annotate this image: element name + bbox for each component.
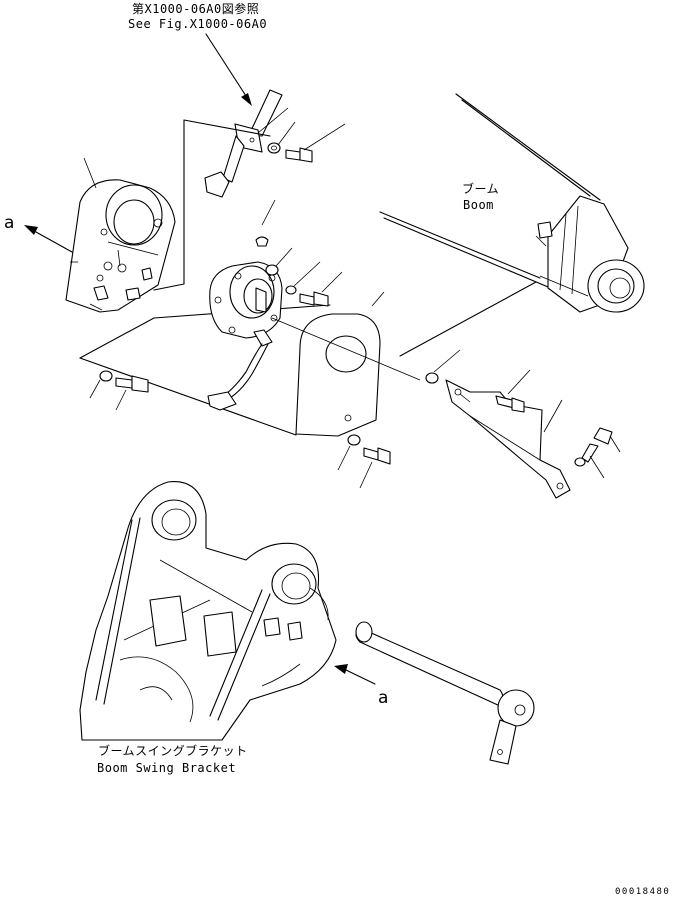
grease-hose	[207, 329, 273, 411]
bolt-top	[285, 147, 313, 163]
boom-label-jp: ブーム	[462, 182, 500, 196]
boom-label-en: Boom	[463, 198, 494, 212]
bolt-lower-center	[363, 447, 391, 465]
bracket-label-en: Boom Swing Bracket	[97, 761, 237, 775]
bracket-label-jp: ブームスイングブラケット	[98, 744, 248, 758]
bolt-right-end	[574, 427, 613, 467]
right-bracket-arm	[445, 379, 571, 499]
bolt-bracket	[495, 395, 525, 413]
view-label-a-lower: a	[378, 688, 389, 708]
washer-right	[425, 372, 439, 384]
view-label-a-left: a	[4, 213, 15, 233]
boom	[379, 93, 645, 313]
mounting-plate	[295, 291, 385, 437]
bolt-lower-left	[115, 375, 149, 393]
drawing-number: 00018480	[615, 887, 671, 897]
washer-top	[267, 142, 281, 154]
view-arrow-a-left	[24, 225, 73, 253]
washer-flange-1	[265, 264, 279, 276]
boom-swing-bracket	[79, 481, 337, 741]
bolt-flange	[299, 291, 329, 307]
left-cover	[65, 179, 176, 313]
reference-arrow	[205, 33, 252, 106]
grease-fitting	[255, 199, 276, 247]
washer-flange-2	[285, 285, 297, 295]
reference-note-jp: 第X1000-06A0図参照	[132, 2, 260, 16]
boom-foot-pin	[355, 621, 535, 765]
reference-note-en: See Fig.X1000-06A0	[128, 17, 268, 31]
view-arrow-a-lower	[334, 664, 376, 685]
washer-lower-center	[347, 434, 361, 446]
washer-lower-left	[99, 370, 113, 382]
flange-bearing	[209, 261, 283, 339]
